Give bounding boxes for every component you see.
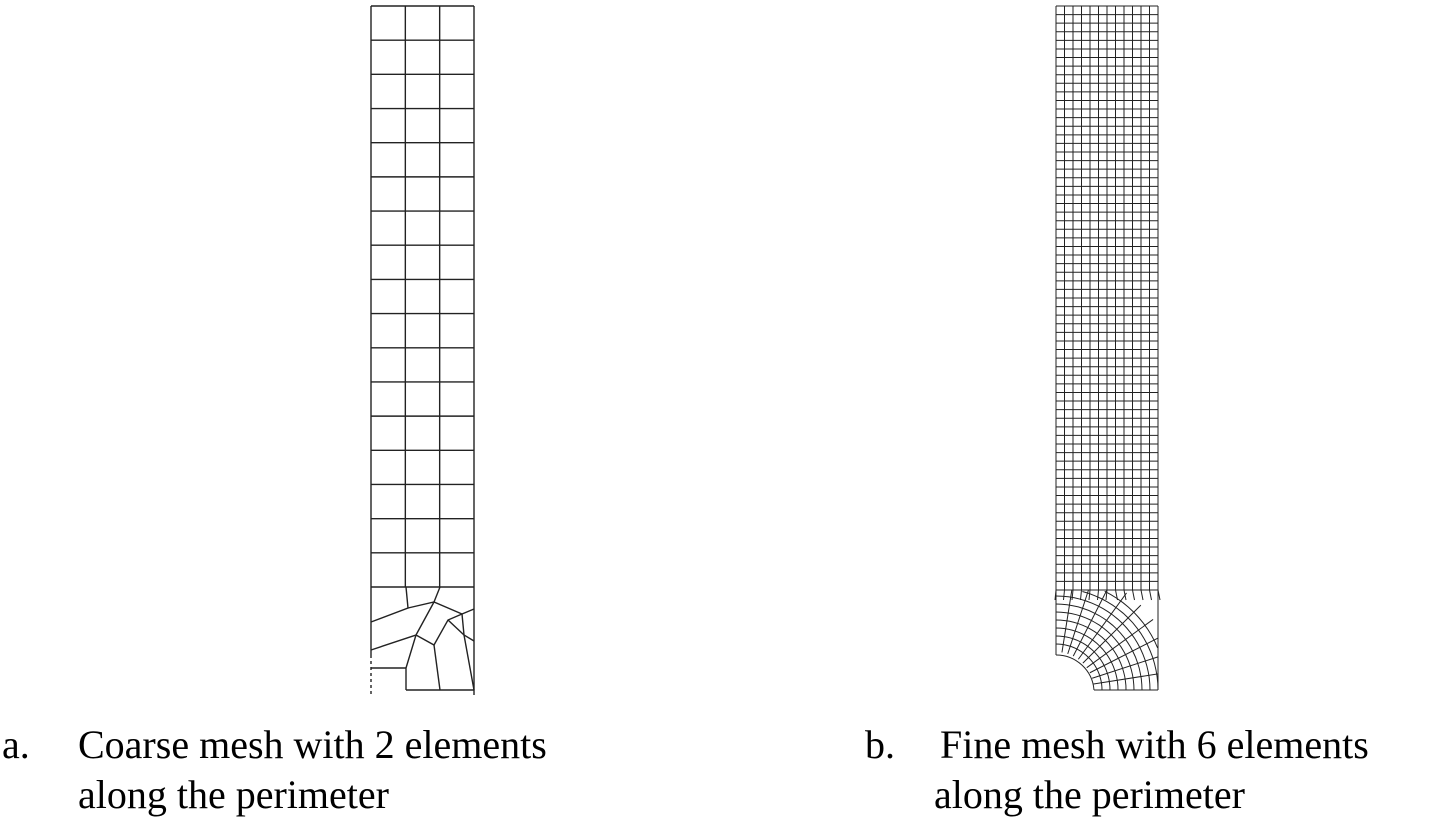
caption-b-line1: Fine mesh with 6 elements: [940, 722, 1369, 767]
mesh-line: [1055, 603, 1143, 691]
mesh-line: [1115, 589, 1118, 601]
mesh-line: [1082, 604, 1142, 664]
mesh-line: [1093, 673, 1159, 685]
mesh-line: [1149, 589, 1152, 601]
mesh-line: [1091, 656, 1159, 679]
coarse-mesh-free-region: [370, 586, 475, 695]
coarse-mesh-diagram: [370, 5, 475, 695]
mesh-line: [1054, 589, 1057, 601]
mesh-line: [1132, 589, 1135, 601]
mesh-line: [1104, 590, 1159, 649]
mesh-line: [1063, 589, 1065, 601]
mesh-line: [1055, 619, 1127, 691]
mesh-line: [1055, 635, 1111, 691]
mesh-line: [1086, 619, 1154, 669]
caption-b-marker: b.: [865, 722, 895, 767]
mesh-line: [1071, 589, 1074, 601]
mesh-line: [1097, 589, 1099, 601]
fine-mesh-structured-grid: [1055, 5, 1159, 591]
caption-a-marker: a.: [2, 722, 30, 767]
mesh-line: [1072, 589, 1108, 657]
caption-b: b. Fine mesh with 6 elements along the p…: [862, 720, 1434, 824]
fine-mesh-free-region: [1054, 589, 1161, 691]
hole-boundary: [1055, 654, 1095, 691]
mesh-line: [1055, 643, 1103, 691]
mesh-line: [1088, 589, 1091, 601]
mesh-line: [1080, 589, 1082, 601]
fine-mesh-diagram: [1054, 5, 1161, 691]
coarse-mesh-structured-grid: [370, 5, 475, 588]
mesh-line: [1082, 591, 1159, 691]
caption-a-line2: along the perimeter: [78, 772, 389, 817]
mesh-line: [1055, 627, 1119, 691]
mesh-line: [1077, 592, 1127, 660]
mesh-line: [1105, 589, 1108, 601]
caption-b-line2: along the perimeter: [934, 772, 1245, 817]
caption-a-line1: Coarse mesh with 2 elements: [78, 722, 547, 767]
mesh-line: [1055, 611, 1135, 691]
mesh-line: [1140, 589, 1144, 601]
mesh-line: [1123, 589, 1127, 601]
caption-a: a. Coarse mesh with 2 elements along the…: [0, 720, 700, 824]
mesh-line: [1157, 589, 1161, 601]
